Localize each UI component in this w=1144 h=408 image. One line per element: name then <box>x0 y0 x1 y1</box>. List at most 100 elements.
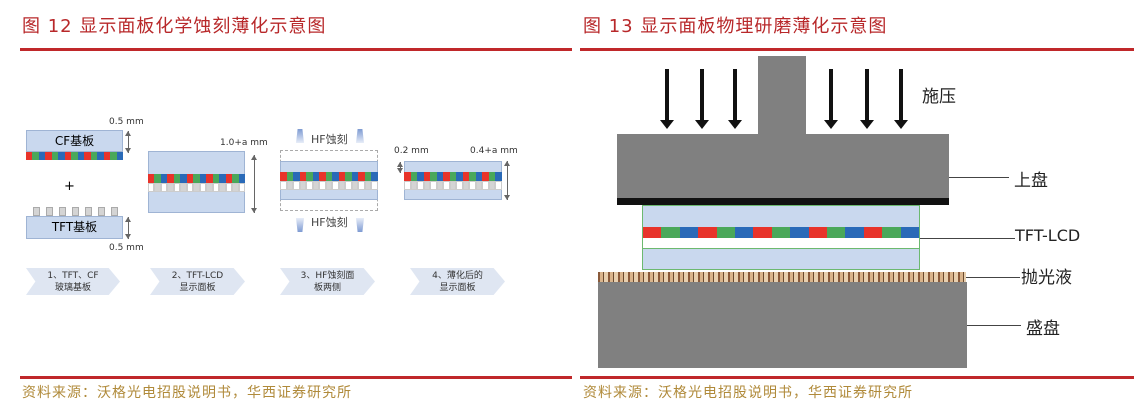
pressure-arrow-icon <box>894 69 908 129</box>
color-cell <box>698 227 717 238</box>
color-cell <box>827 227 846 238</box>
leader-line <box>967 325 1021 326</box>
color-cell <box>32 152 39 160</box>
color-cell <box>319 172 326 181</box>
color-cell <box>77 152 85 160</box>
color-cell <box>882 227 901 238</box>
color-cell <box>51 152 59 160</box>
tft-cell <box>449 181 457 190</box>
color-cell <box>900 227 920 238</box>
pressure-arrow-icon <box>824 69 838 129</box>
upper-pad <box>617 198 949 205</box>
color-cell <box>462 172 470 181</box>
color-cell <box>186 174 194 183</box>
color-cell <box>443 172 450 181</box>
tft-cell <box>225 183 233 192</box>
etch-flow-icon <box>356 218 364 232</box>
tft-cell <box>238 183 246 192</box>
color-cell <box>173 174 181 183</box>
tft-cell <box>306 181 313 190</box>
upper-plate <box>617 134 949 199</box>
color-cell <box>293 172 300 181</box>
etch-flow-icon <box>356 129 364 143</box>
plus-sign: + <box>64 179 75 194</box>
color-filter-strip <box>148 174 246 183</box>
dim-arrow <box>504 161 510 200</box>
color-cell <box>488 172 496 181</box>
dim-arrow <box>251 155 257 213</box>
tft-cell <box>186 183 194 192</box>
step-line: 显示面板 <box>179 283 216 293</box>
tft-cell <box>430 181 437 190</box>
tft-cell <box>160 183 168 192</box>
color-cell <box>71 152 78 160</box>
color-cell <box>371 172 378 181</box>
tft-cell <box>332 181 339 190</box>
tft-bump <box>33 207 40 216</box>
pressure-arrow-icon <box>728 69 742 129</box>
color-filter-strip <box>26 152 124 160</box>
tft-cell <box>364 181 372 190</box>
color-cell <box>430 172 437 181</box>
tft-cell <box>173 183 181 192</box>
color-cell <box>410 172 418 181</box>
color-cell <box>716 227 736 238</box>
tft-cell <box>417 181 424 190</box>
step-line: 4、薄化后的 <box>432 271 483 281</box>
source-note: 资料来源：沃格光电招股说明书，华西证券研究所 <box>583 385 913 401</box>
step-line: 板两侧 <box>313 283 341 293</box>
figure-13-title: 图 13 显示面板物理研磨薄化示意图 <box>583 16 888 37</box>
tft-cell <box>206 183 213 192</box>
tft-cell <box>436 181 444 190</box>
hf-etch-bottom: HF蚀刻 <box>311 216 348 229</box>
tft-bumps <box>26 207 123 216</box>
dim-thin-left: 0.2 mm <box>394 146 429 156</box>
title-rule <box>580 48 1134 51</box>
color-cell <box>45 152 52 160</box>
tft-cell <box>180 183 187 192</box>
dim-cf: 0.5 mm <box>109 117 144 127</box>
color-cell <box>753 227 772 238</box>
color-cell <box>299 172 307 181</box>
tft-cell <box>404 181 411 190</box>
bottom-rule <box>580 376 1134 379</box>
color-cell <box>661 227 680 238</box>
tft-cell <box>338 181 346 190</box>
color-cell <box>417 172 424 181</box>
color-cell <box>338 172 346 181</box>
tft-cell <box>154 183 161 192</box>
color-cell <box>325 172 333 181</box>
tft-cell <box>475 181 483 190</box>
color-cell <box>84 152 91 160</box>
label-upper-plate: 上盘 <box>1014 171 1048 191</box>
color-cell <box>225 174 233 183</box>
tft-cell <box>232 183 239 192</box>
color-cell <box>160 174 168 183</box>
color-cell <box>312 172 320 181</box>
dim-arrow <box>125 217 131 239</box>
color-cell <box>167 174 174 183</box>
etch-flow-icon <box>296 218 304 232</box>
label-panel: TFT-LCD <box>1015 226 1081 245</box>
tft-cell <box>358 181 365 190</box>
color-cell <box>404 172 411 181</box>
tft-bump <box>111 207 118 216</box>
cf-substrate: CF基板 <box>26 130 123 152</box>
dim-tft: 0.5 mm <box>109 243 144 253</box>
color-cell <box>456 172 463 181</box>
color-cell <box>280 172 287 181</box>
tft-bump <box>98 207 105 216</box>
color-cell <box>358 172 365 181</box>
color-cell <box>482 172 489 181</box>
color-cell <box>193 174 200 183</box>
tft-bump <box>85 207 92 216</box>
pressure-arrow-icon <box>695 69 709 129</box>
leader-line <box>949 177 1009 178</box>
bottom-rule <box>20 376 572 379</box>
color-cell <box>97 152 104 160</box>
color-filter-strip <box>280 172 378 181</box>
tft-label: TFT基板 <box>51 220 98 234</box>
cf-label: CF基板 <box>54 134 95 148</box>
source-note: 资料来源：沃格光电招股说明书，华西证券研究所 <box>22 385 352 401</box>
